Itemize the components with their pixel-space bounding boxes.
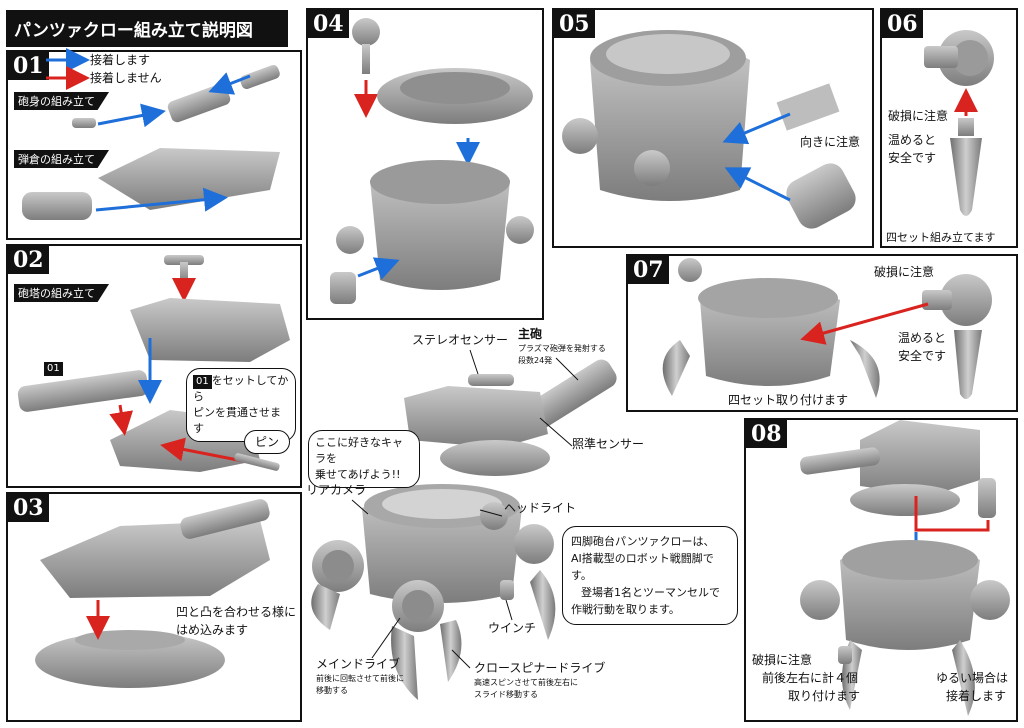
step02-sub-turret: 砲塔の組み立て <box>14 284 109 302</box>
page-title: パンツァクロー組み立て説明図 <box>6 10 288 47</box>
panel-step-02: 02 <box>6 244 302 488</box>
character-seat-bubble: ここに好きなキャラを 乗せてあげよう!! <box>308 430 420 488</box>
step08-note2: 前後左右に計４個 <box>762 671 859 685</box>
step02-part-tag: 01 <box>44 362 63 376</box>
step07-note3: 安全です <box>898 349 947 363</box>
step-number: 01 <box>8 52 49 80</box>
step08-note1: 破損に注意 <box>752 653 813 667</box>
step06-note2: 温めると <box>888 133 937 147</box>
panel-step-08: 08 <box>744 418 1018 722</box>
label-headlight: ヘッドライト <box>504 501 577 515</box>
step06-note4: 四セット組み立てます <box>886 231 996 244</box>
label-cross-desc1: 高速スピンさせて前後左右に <box>474 678 578 687</box>
label-main-drive-desc2: 移動する <box>316 686 348 695</box>
step-number: 08 <box>746 420 787 448</box>
panel-step-07: 07 <box>626 254 1018 412</box>
label-main-drive-desc1: 前後に回転させて前後に <box>316 674 404 683</box>
legend-blue-label: 接着します <box>90 53 151 67</box>
step-number: 02 <box>8 246 49 274</box>
step07-note2: 温めると <box>898 331 947 345</box>
panel-step-06: 06 <box>880 8 1018 248</box>
step03-note-line2: はめ込みます <box>176 623 249 637</box>
step02-pin-label: ピン <box>244 430 291 454</box>
panel-step-03: 03 <box>6 492 302 722</box>
step08-note5: 接着します <box>946 689 1007 703</box>
step01-sub-magazine: 弾倉の組み立て <box>14 150 109 168</box>
step-number: 03 <box>8 494 49 522</box>
label-winch: ウインチ <box>488 621 537 635</box>
step05-note: 向きに注意 <box>800 135 861 149</box>
label-main-gun: 主砲 <box>518 327 543 341</box>
step08-note4: ゆるい場合は <box>936 671 1009 685</box>
description-bubble: 四脚砲台パンツァクローは、 AI搭載型のロボット戦闘脚です。 登場者1名とツーマ… <box>562 526 738 625</box>
step06-note3: 安全です <box>888 151 937 165</box>
step-number: 04 <box>308 10 349 38</box>
step-number: 05 <box>554 10 595 38</box>
bubble2-line2: AI搭載型のロボット戦闘脚です。 <box>571 552 714 582</box>
label-aim-sensor: 照準センサー <box>572 437 645 451</box>
panel-step-05: 05 <box>552 8 874 248</box>
label-cross-desc2: スライド移動する <box>474 690 538 699</box>
label-rear-camera: リアカメラ <box>306 483 367 497</box>
step08-note3: 取り付けます <box>788 689 861 703</box>
bubble1-line2: 乗せてあげよう!! <box>315 468 401 481</box>
panel-step-01: 01 <box>6 50 302 240</box>
step01-sub-barrel: 砲身の組み立て <box>14 92 109 110</box>
bubble2-line4: 作戦行動を取ります。 <box>571 603 680 616</box>
bubble2-line3: 登場者1名とツーマンセルで <box>581 586 720 599</box>
bubble-line1: をセットしてから <box>193 374 289 403</box>
panel-step-04: 04 <box>306 8 544 320</box>
label-main-gun-desc1: プラズマ砲弾を発射する <box>518 344 606 353</box>
label-cross-spinner: クロースピナードライブ <box>474 661 606 675</box>
step-number: 07 <box>628 256 669 284</box>
step06-note1: 破損に注意 <box>888 109 949 123</box>
legend-red-label: 接着しません <box>90 71 162 85</box>
label-main-drive: メインドライブ <box>316 657 401 671</box>
bubble1-line1: ここに好きなキャラを <box>315 436 403 465</box>
step03-note-line1: 凹と凸を合わせる様に <box>176 605 297 619</box>
bubble2-line1: 四脚砲台パンツァクローは、 <box>571 535 715 548</box>
label-main-gun-desc2: 段数24発 <box>518 356 553 365</box>
step07-note1: 破損に注意 <box>874 265 935 279</box>
bubble-part-tag: 01 <box>193 375 212 389</box>
step-number: 06 <box>882 10 923 38</box>
step07-note4: 四セット取り付けます <box>728 393 849 407</box>
label-stereo-sensor: ステレオセンサー <box>412 333 509 347</box>
